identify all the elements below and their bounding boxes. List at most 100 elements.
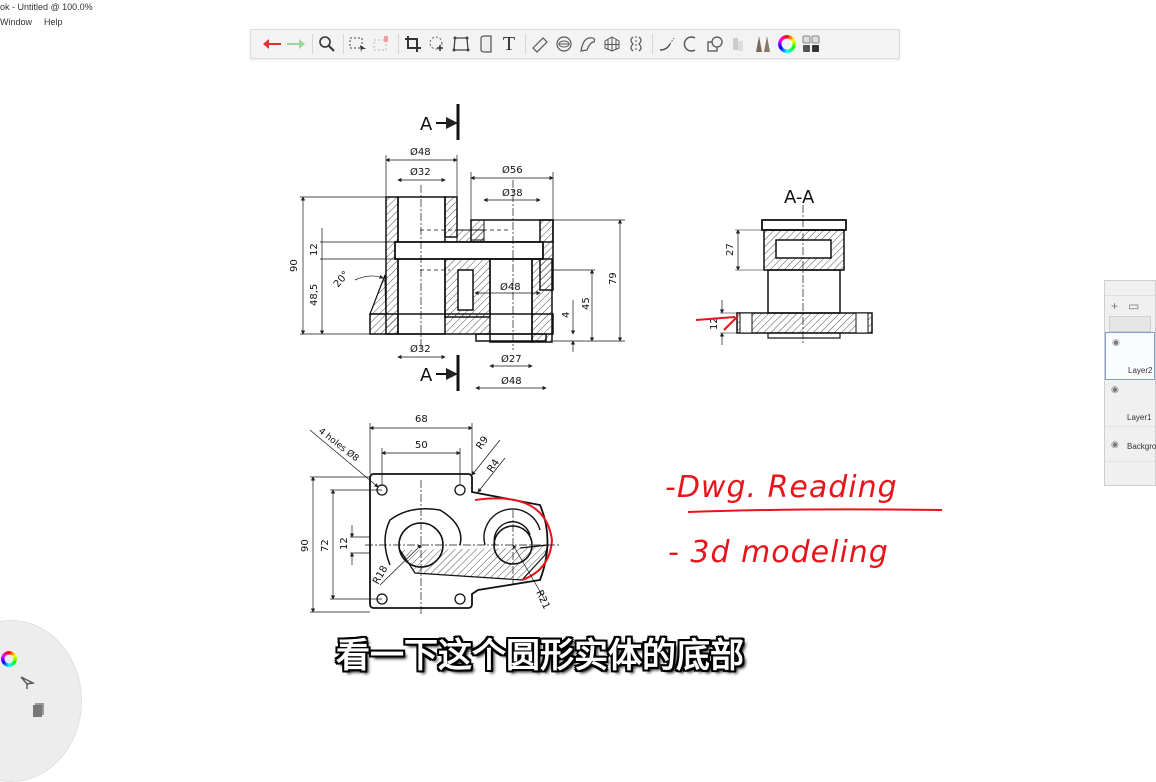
text-icon: T: [502, 32, 516, 55]
toolbar-separator: [312, 34, 313, 54]
ruler-button[interactable]: [529, 33, 551, 55]
ruler-icon: [532, 37, 548, 53]
menu-bar: Window Help: [0, 15, 63, 29]
blend-mode-dropdown[interactable]: New: [1109, 316, 1151, 332]
dim-h90: 90: [289, 259, 300, 272]
drawing-canvas[interactable]: A A: [0, 60, 1156, 720]
front-view: A A: [289, 104, 625, 391]
visibility-eye-icon[interactable]: ◉: [1111, 384, 1119, 394]
note-3d-modeling: - 3d modeling: [668, 535, 889, 570]
ellipse-icon: [683, 36, 696, 52]
select-disabled-icon: [373, 36, 388, 51]
dim-h12-section: 12: [709, 317, 720, 330]
dim-w50: 50: [415, 440, 428, 451]
dim-h12-top: 12: [339, 537, 350, 550]
shapes-icon: [707, 36, 723, 52]
copic-library-icon: [733, 38, 743, 51]
layer-editor: + ▭ New ◉ Layer2 ◉ Layer1 ◉ Background: [1104, 280, 1156, 486]
dim-d48-mid: Ø48: [500, 281, 521, 293]
layer-editor-header: [1105, 281, 1155, 296]
dim-h90-top: 90: [300, 539, 311, 552]
symmetry-icon: [630, 36, 642, 52]
brush-library-button[interactable]: [752, 33, 774, 55]
crop-button[interactable]: [402, 33, 424, 55]
layer-item-layer1[interactable]: ◉ Layer1: [1105, 380, 1155, 427]
color-wheel-icon: [778, 35, 796, 53]
add-layer-icon[interactable]: +: [1111, 299, 1119, 313]
layer-item-layer2[interactable]: ◉ Layer2: [1105, 332, 1155, 380]
dim-r18: R18: [371, 564, 390, 587]
layer-item-background[interactable]: ◉ Background: [1105, 427, 1156, 462]
dim-h4: 4: [561, 312, 572, 318]
dim-r21: R21: [533, 589, 551, 611]
dim-holes: 4 holes Ø8: [316, 426, 361, 465]
note-dwg-reading: -Dwg. Reading: [665, 470, 898, 505]
section-view: A-A 27 12: [695, 187, 873, 345]
dim-d32-top: Ø32: [410, 166, 431, 178]
zoom-button[interactable]: [316, 33, 338, 55]
layers-icon[interactable]: [31, 701, 47, 717]
toolbar-separator: [343, 34, 344, 54]
dim-d48-bottom: Ø48: [501, 375, 522, 387]
ellipse-guide-icon: [556, 36, 572, 52]
redo-button[interactable]: [285, 33, 307, 55]
visibility-eye-icon[interactable]: ◉: [1111, 439, 1119, 449]
menu-window[interactable]: Window: [0, 17, 33, 27]
layer-name: Layer1: [1127, 413, 1152, 422]
undo-button[interactable]: [261, 33, 283, 55]
dim-d48-top: Ø48: [410, 146, 431, 158]
dim-r9: R9: [474, 435, 491, 452]
color-wheel-button[interactable]: [776, 33, 798, 55]
window-title: ok - Untitled @ 100.0%: [0, 2, 93, 12]
french-curve-button[interactable]: [577, 33, 599, 55]
french-curve-icon: [580, 37, 596, 52]
section-label-bottom: A: [420, 365, 433, 386]
select-disabled-button[interactable]: [371, 33, 393, 55]
perspective-icon: [452, 36, 470, 52]
guides-button[interactable]: [474, 33, 496, 55]
select-icon: [349, 37, 366, 52]
dim-h48-5: 48,5: [309, 284, 320, 306]
shapes-button[interactable]: [704, 33, 726, 55]
copic-library-button[interactable]: [728, 33, 750, 55]
menu-help[interactable]: Help: [44, 17, 63, 27]
layer-name: Layer2: [1128, 366, 1153, 375]
dim-d38: Ø38: [502, 187, 523, 199]
redo-icon: [287, 39, 305, 49]
dim-h45: 45: [581, 297, 592, 310]
perspective-grid-button[interactable]: [601, 33, 623, 55]
brush-tool-icon[interactable]: [19, 675, 35, 691]
dim-d27: Ø27: [501, 353, 522, 365]
zoom-icon: [319, 36, 335, 52]
crop-icon: [405, 36, 421, 52]
lasso-transform-icon: [429, 36, 443, 51]
perspective-button[interactable]: [450, 33, 472, 55]
layer-grid-icon: [802, 35, 820, 52]
dim-d32-bottom: Ø32: [410, 343, 431, 355]
lasso-transform-button[interactable]: [426, 33, 448, 55]
layer-grid-button[interactable]: [800, 33, 822, 55]
brush-library-icon: [756, 36, 770, 52]
symmetry-button[interactable]: [625, 33, 647, 55]
handwritten-notes: -Dwg. Reading - 3d modeling: [665, 470, 943, 570]
video-subtitle: 看一下这个圆形实体的底部: [336, 636, 744, 676]
select-button[interactable]: [347, 33, 369, 55]
dim-angle20: 20°: [332, 269, 352, 290]
main-toolbar: T: [250, 29, 900, 59]
steady-stroke-button[interactable]: [656, 33, 678, 55]
top-view: 68 50 4 holes Ø8 R9 R4 90 72 12 R18 R21: [300, 414, 560, 615]
dim-h79: 79: [608, 272, 619, 285]
dim-h27: 27: [725, 243, 736, 256]
ellipse-button[interactable]: [680, 33, 702, 55]
color-wheel-icon[interactable]: [1, 651, 17, 667]
ellipse-guide-button[interactable]: [553, 33, 575, 55]
toolbar-separator: [398, 34, 399, 54]
dim-h72: 72: [320, 539, 331, 552]
dim-r4: R4: [485, 458, 502, 475]
steady-stroke-icon: [659, 37, 675, 51]
toolbar-separator: [525, 34, 526, 54]
dim-w68: 68: [415, 414, 428, 425]
visibility-eye-icon[interactable]: ◉: [1112, 337, 1120, 347]
text-button[interactable]: T: [498, 33, 520, 55]
folder-icon[interactable]: ▭: [1128, 299, 1140, 313]
